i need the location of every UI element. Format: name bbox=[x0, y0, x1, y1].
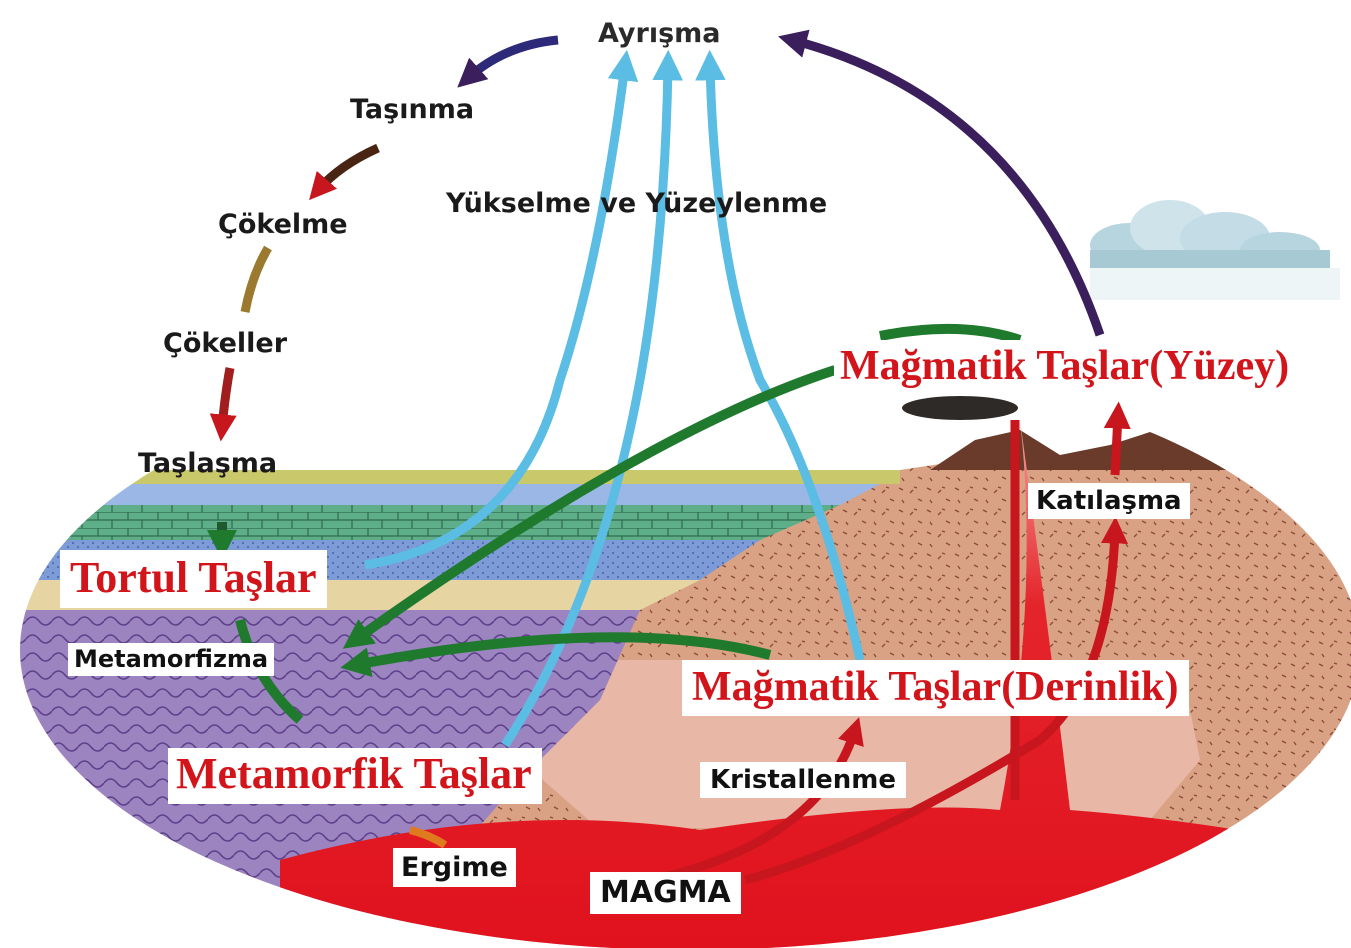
arrow-transport-to-deposition bbox=[318, 148, 378, 190]
sediment-layer-top bbox=[0, 470, 900, 484]
label-weathering: Ayrışma bbox=[598, 20, 721, 47]
label-melting: Ergime bbox=[393, 848, 516, 887]
rock-type-metamorphic: Metamorfik Taşlar bbox=[168, 748, 542, 804]
label-deposition: Çökelme bbox=[218, 211, 348, 238]
label-lithification: Taşlaşma bbox=[138, 450, 277, 477]
sky-band bbox=[1090, 268, 1340, 300]
arrow-surface-to-weathering bbox=[792, 40, 1100, 335]
label-crystallization: Kristallenme bbox=[700, 762, 906, 798]
label-sediments: Çökeller bbox=[163, 330, 287, 357]
sediment-layer-brick bbox=[0, 505, 840, 540]
label-transport: Taşınma bbox=[350, 96, 474, 123]
rock-type-sedimentary: Tortul Taşlar bbox=[60, 550, 327, 608]
label-metamorphism: Metamorfizma bbox=[68, 643, 274, 676]
cloud bbox=[1090, 200, 1330, 270]
rock-type-igneous-intrusive: Mağmatik Taşlar(Derinlik) bbox=[682, 660, 1189, 716]
arrow-sediments-to-lithification bbox=[222, 368, 230, 428]
ash-plume bbox=[902, 396, 1018, 420]
label-magma: MAGMA bbox=[590, 872, 741, 914]
label-uplift: Yükselme ve Yüzeylenme bbox=[446, 190, 827, 217]
sediment-layer-blue bbox=[0, 484, 880, 505]
volcanic-hills bbox=[930, 430, 1290, 470]
label-solidification: Katılaşma bbox=[1028, 483, 1190, 519]
rock-type-igneous-extrusive: Mağmatik Taşlar(Yüzey) bbox=[834, 340, 1297, 395]
arrow-weathering-to-transport bbox=[468, 40, 558, 78]
arrow-deposition-to-sediments bbox=[245, 248, 268, 312]
